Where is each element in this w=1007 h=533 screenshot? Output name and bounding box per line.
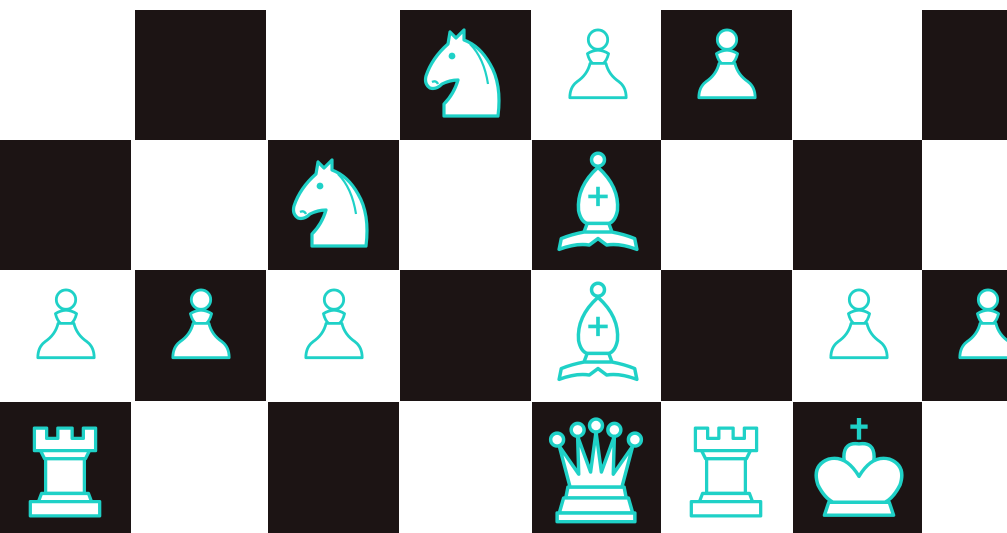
board-square-r3-c1[interactable] [135,402,266,533]
board-square-r1-c1[interactable] [135,140,266,271]
board-square-r2-c5[interactable] [661,270,792,401]
white-pawn-icon[interactable] [22,282,110,386]
board-square-r0-c7[interactable] [922,10,1007,141]
white-knight-icon[interactable] [282,154,382,258]
white-bishop-icon[interactable] [544,150,652,264]
white-pawn-icon[interactable] [815,282,903,386]
board-square-r3-c7[interactable] [922,402,1007,533]
white-pawn-icon[interactable] [290,282,378,386]
white-pawn-icon[interactable] [554,22,642,126]
board-square-r2-c3[interactable] [400,270,531,401]
board-square-r1-c5[interactable] [661,140,792,271]
white-queen-icon[interactable] [538,418,654,526]
board-square-r1-c6[interactable] [793,140,924,271]
board-square-r3-c2[interactable] [268,402,399,533]
white-pawn-icon[interactable] [944,282,1007,386]
board-square-r1-c0[interactable] [0,140,131,271]
white-rook-icon[interactable] [14,420,116,526]
white-rook-icon[interactable] [675,420,777,526]
white-knight-icon[interactable] [414,24,514,128]
board-square-r0-c0[interactable] [0,10,131,141]
white-pawn-icon[interactable] [683,22,771,126]
white-bishop-icon[interactable] [544,280,652,394]
board-square-r0-c2[interactable] [268,10,399,141]
board-square-r1-c7[interactable] [922,140,1007,271]
board-square-r1-c3[interactable] [400,140,531,271]
white-pawn-icon[interactable] [157,282,245,386]
board-square-r0-c1[interactable] [135,10,266,141]
board-square-r3-c3[interactable] [400,402,531,533]
white-king-icon[interactable] [803,418,915,526]
board-square-r0-c6[interactable] [793,10,924,141]
